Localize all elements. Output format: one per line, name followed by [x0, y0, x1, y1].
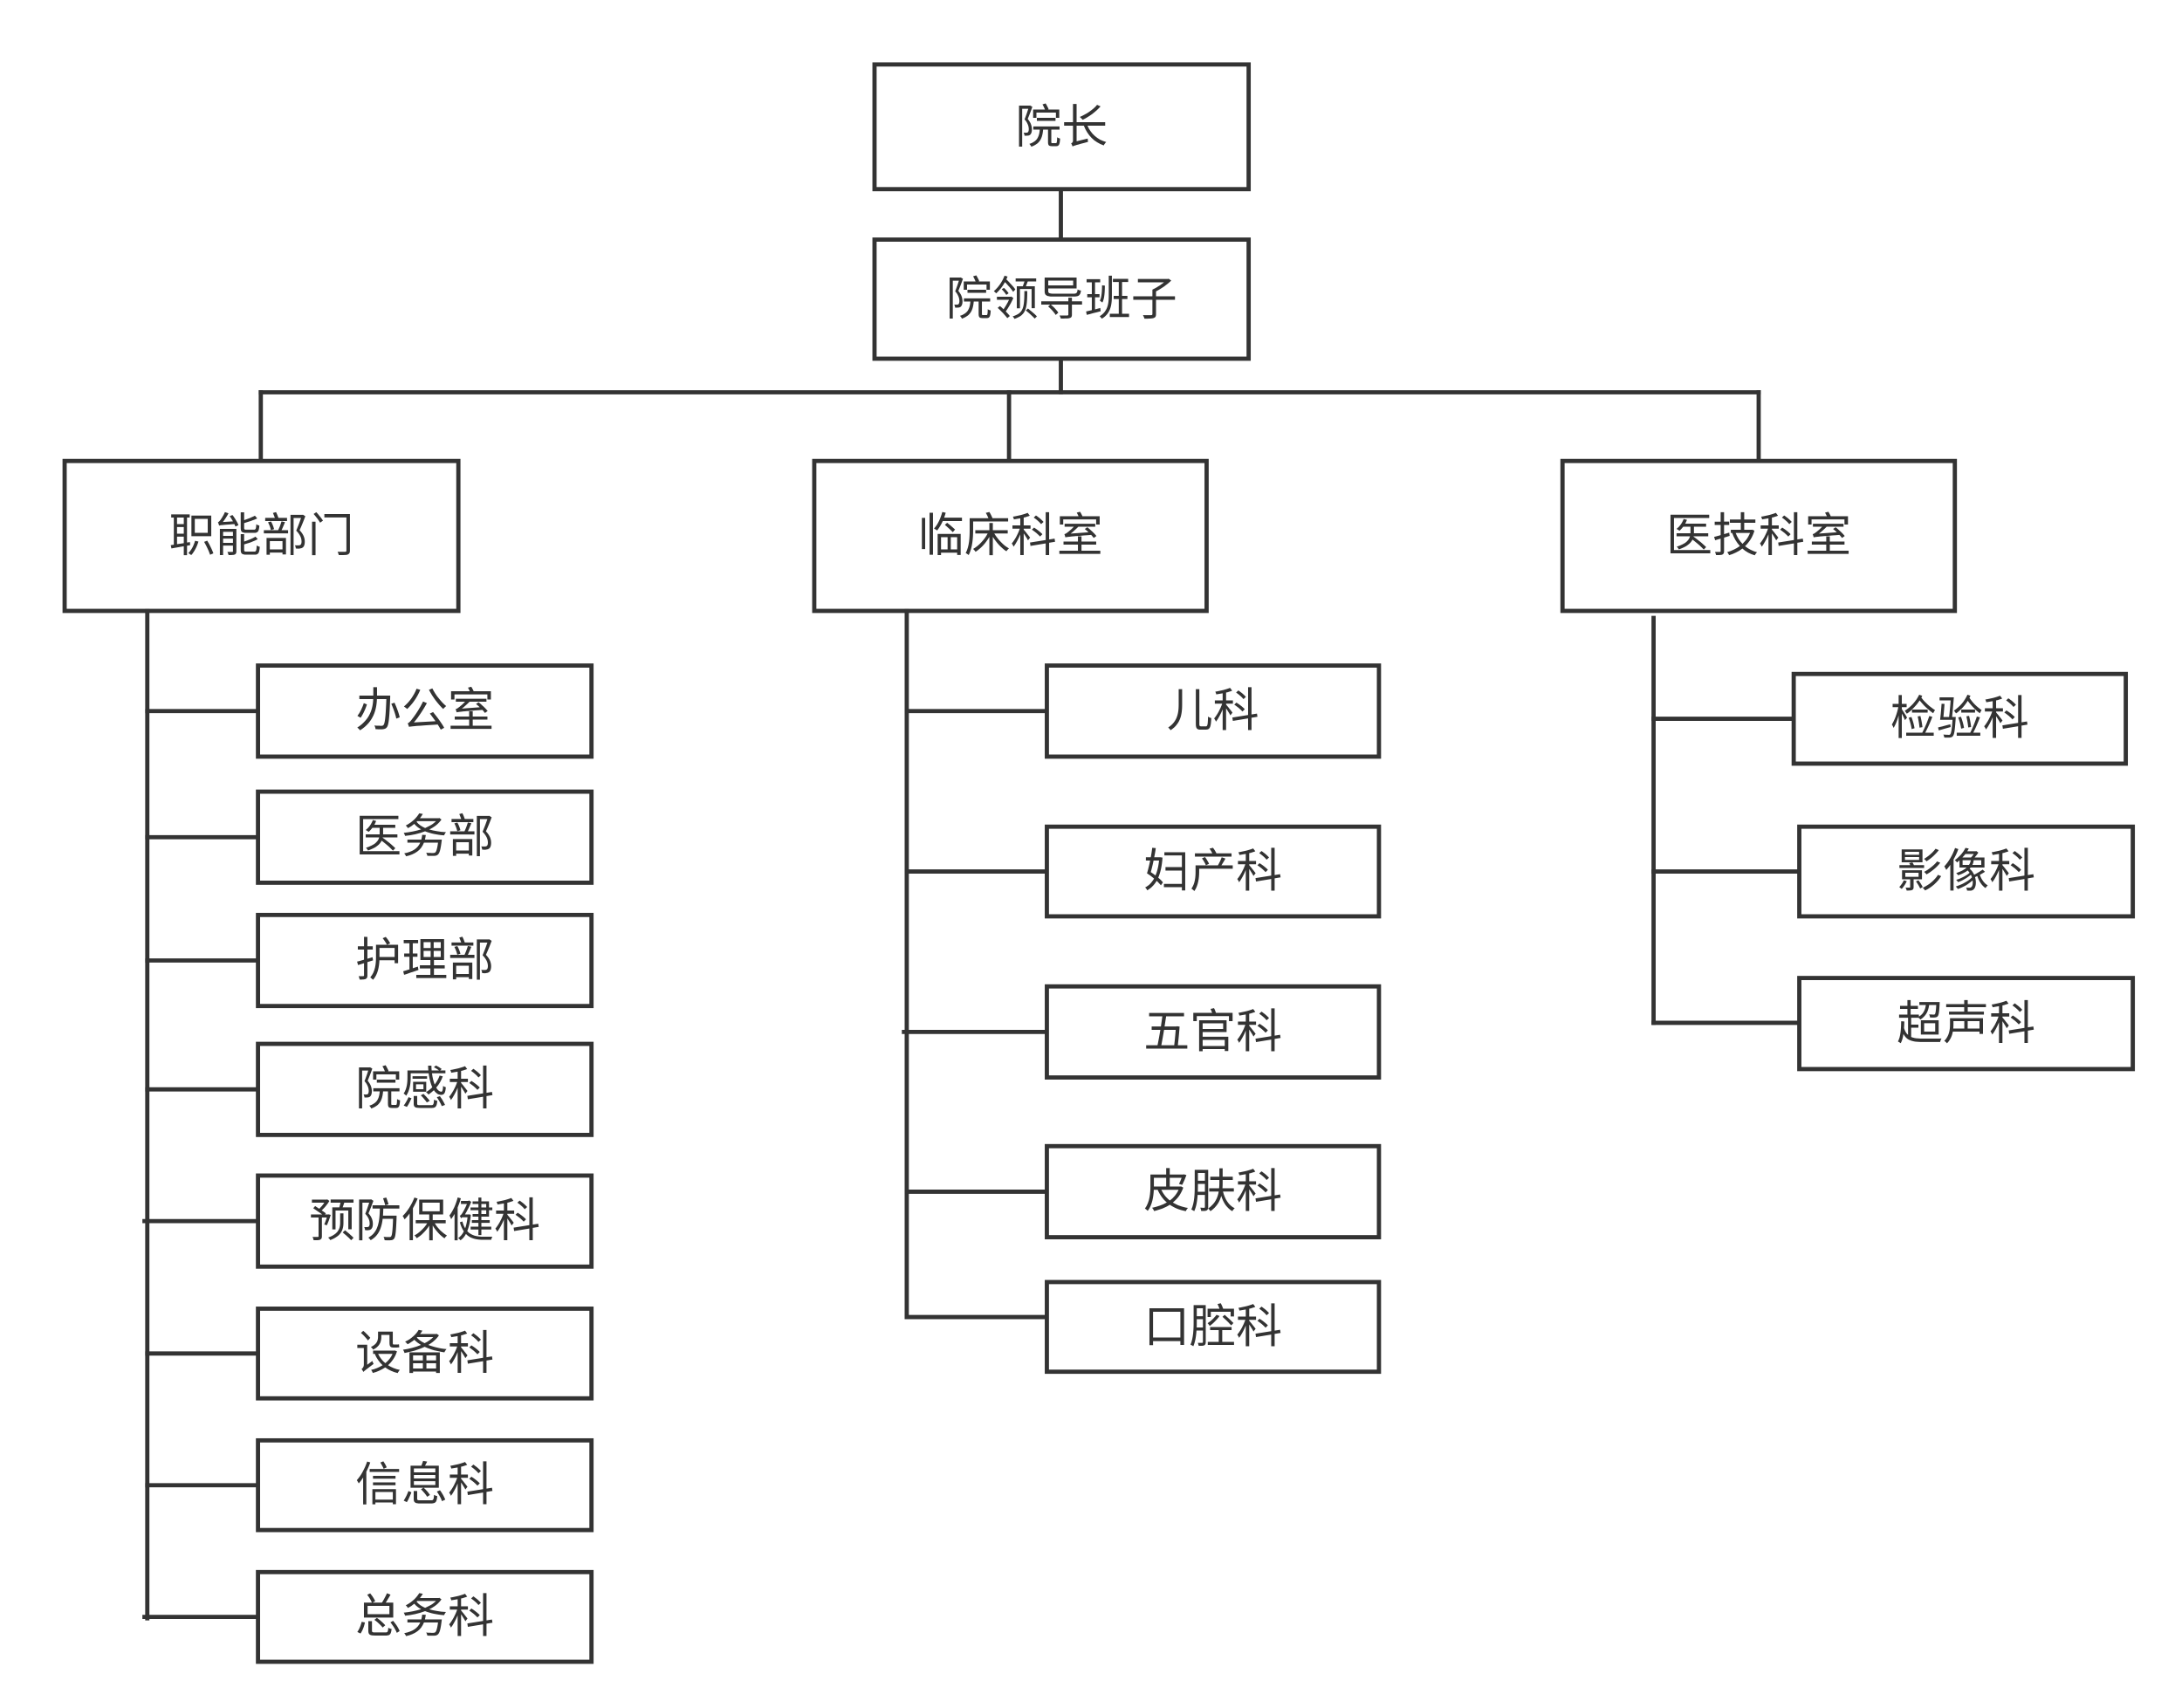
node-box [1791, 671, 2129, 766]
node-label: 院领导班子 [946, 272, 1177, 326]
node-nursing: 护理部 [256, 912, 594, 1009]
node-box [872, 237, 1252, 361]
node-box [256, 1569, 594, 1664]
node-box [256, 1173, 594, 1269]
node-ent: 五官科 [1045, 984, 1382, 1080]
node-label: 职能部门 [169, 510, 354, 563]
node-label: 信息科 [355, 1458, 494, 1512]
node-box [256, 1307, 594, 1401]
node-box [256, 1041, 594, 1137]
node-label: 预防保健科 [309, 1195, 540, 1248]
node-functional-departments: 职能部门 [62, 458, 461, 614]
node-information: 信息科 [256, 1437, 594, 1533]
node-label: 儿科 [1167, 684, 1259, 737]
node-medical-technology-departments: 医技科室 [1560, 458, 1958, 614]
node-president: 院长 [872, 62, 1252, 192]
node-box [1797, 976, 2136, 1072]
node-box [256, 663, 594, 759]
node-medical-affairs: 医务部 [256, 789, 594, 885]
node-box [1045, 824, 1382, 919]
node-label: 妇产科 [1143, 845, 1282, 898]
node-box [1045, 663, 1382, 759]
node-ultrasound: 超声科 [1797, 976, 2136, 1072]
node-box [1045, 984, 1382, 1080]
node-imaging: 影像科 [1797, 824, 2136, 919]
node-box [1560, 458, 1958, 614]
node-laboratory: 检验科 [1791, 671, 2129, 766]
node-obstetrics-gynecology: 妇产科 [1045, 824, 1382, 919]
node-label: 超声科 [1897, 997, 2035, 1050]
node-label: 院感科 [355, 1063, 494, 1116]
node-clinical-departments: 临床科室 [812, 458, 1209, 614]
node-label: 医技科室 [1666, 510, 1851, 563]
node-general-affairs: 总务科 [256, 1569, 594, 1664]
node-label: 护理部 [355, 934, 494, 987]
node-box [1045, 1143, 1382, 1239]
node-preventive-health: 预防保健科 [256, 1173, 594, 1269]
node-infection-control: 院感科 [256, 1041, 594, 1137]
node-label: 检验科 [1890, 692, 2029, 745]
node-box [256, 1437, 594, 1533]
node-box [256, 789, 594, 885]
node-dermatology: 皮肤科 [1045, 1143, 1382, 1239]
node-stomatology: 口腔科 [1045, 1279, 1382, 1375]
node-label: 皮肤科 [1143, 1165, 1282, 1218]
node-equipment: 设备科 [256, 1307, 594, 1401]
node-office: 办公室 [256, 663, 594, 759]
node-label: 设备科 [355, 1327, 494, 1380]
node-label: 五官科 [1143, 1005, 1282, 1059]
node-label: 医务部 [355, 811, 494, 864]
node-box [872, 62, 1252, 192]
node-label: 院长 [1015, 101, 1108, 154]
node-box [1045, 1279, 1382, 1375]
node-box [256, 912, 594, 1009]
node-label: 总务科 [355, 1590, 494, 1643]
node-label: 口腔科 [1143, 1300, 1282, 1354]
node-label: 临床科室 [918, 510, 1103, 563]
node-label: 影像科 [1897, 845, 2035, 898]
node-box [1797, 824, 2136, 919]
node-box [62, 458, 461, 614]
node-box [812, 458, 1209, 614]
node-pediatrics: 儿科 [1045, 663, 1382, 759]
node-leadership-team: 院领导班子 [872, 237, 1252, 361]
node-label: 办公室 [355, 684, 494, 737]
